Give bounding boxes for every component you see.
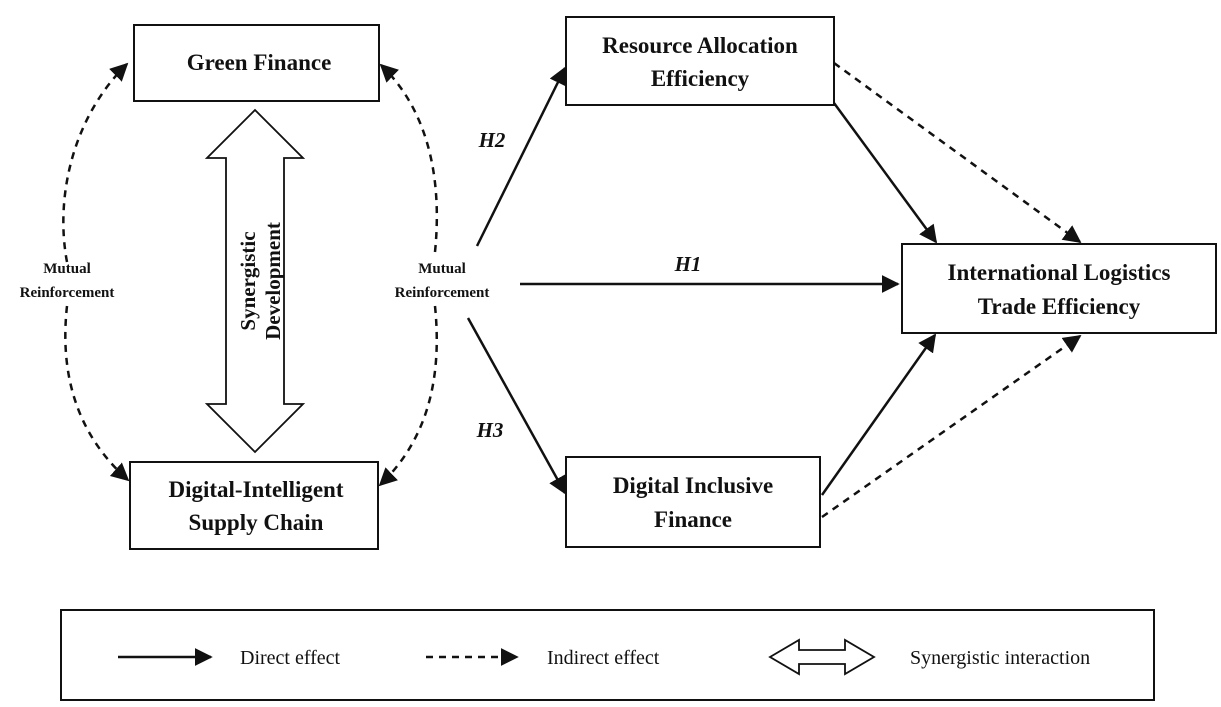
legend-synergistic-label: Synergistic interaction bbox=[910, 647, 1090, 669]
resource-allocation-label-line1: Resource Allocation bbox=[602, 33, 798, 58]
mutual-reinforcement-center-line2: Reinforcement bbox=[395, 285, 490, 301]
mutual-reinforcement-left-line2: Reinforcement bbox=[20, 285, 115, 301]
digital-inclusive-label-line1: Digital Inclusive bbox=[613, 473, 773, 498]
h1-label: H1 bbox=[674, 252, 702, 276]
synergistic-development-arrow: Synergistic Development bbox=[204, 108, 306, 454]
h3-label: H3 bbox=[476, 418, 504, 442]
right-mutual-reinforcement-down-arrow bbox=[378, 305, 438, 487]
resource-allocation-efficiency-node: Resource Allocation Efficiency bbox=[565, 16, 835, 106]
digital-inclusive-label-line2: Finance bbox=[654, 507, 732, 532]
resource-to-logistics-indirect-arrow bbox=[833, 61, 1082, 244]
legend-indirect-label: Indirect effect bbox=[547, 647, 660, 669]
h3-path-arrow bbox=[466, 317, 567, 495]
international-logistics-label-line2: Trade Efficiency bbox=[978, 294, 1141, 319]
legend-synergistic-arrow bbox=[768, 638, 876, 676]
international-logistics-trade-efficiency-node: International Logistics Trade Efficiency bbox=[901, 243, 1217, 334]
inclusive-to-logistics-direct-arrow bbox=[820, 333, 937, 496]
right-mutual-reinforcement-up-arrow bbox=[379, 63, 439, 253]
international-logistics-label-line1: International Logistics bbox=[948, 260, 1171, 285]
left-mutual-reinforcement-down-arrow bbox=[64, 305, 130, 482]
resource-allocation-label-line2: Efficiency bbox=[651, 66, 750, 91]
digital-supply-chain-label-line2: Supply Chain bbox=[189, 510, 324, 535]
digital-intelligent-supply-chain-node: Digital-Intelligent Supply Chain bbox=[129, 461, 379, 550]
synergistic-development-line2: Development bbox=[261, 222, 285, 340]
legend-direct-label: Direct effect bbox=[240, 647, 341, 669]
legend: Direct effect Indirect effect Synergisti… bbox=[60, 609, 1155, 701]
left-mutual-reinforcement-up-arrow bbox=[62, 62, 129, 263]
synergistic-development-line1: Synergistic bbox=[236, 231, 260, 330]
inclusive-to-logistics-indirect-arrow bbox=[821, 334, 1082, 519]
digital-inclusive-finance-node: Digital Inclusive Finance bbox=[565, 456, 821, 548]
h2-path-arrow bbox=[475, 66, 567, 247]
digital-supply-chain-label-line1: Digital-Intelligent bbox=[168, 477, 343, 502]
h2-label: H2 bbox=[478, 128, 506, 152]
mutual-reinforcement-center-line1: Mutual bbox=[418, 261, 466, 277]
mutual-reinforcement-left-line1: Mutual bbox=[43, 261, 91, 277]
green-finance-label: Green Finance bbox=[187, 50, 332, 75]
resource-to-logistics-direct-arrow bbox=[832, 102, 938, 244]
green-finance-node: Green Finance bbox=[133, 24, 380, 102]
